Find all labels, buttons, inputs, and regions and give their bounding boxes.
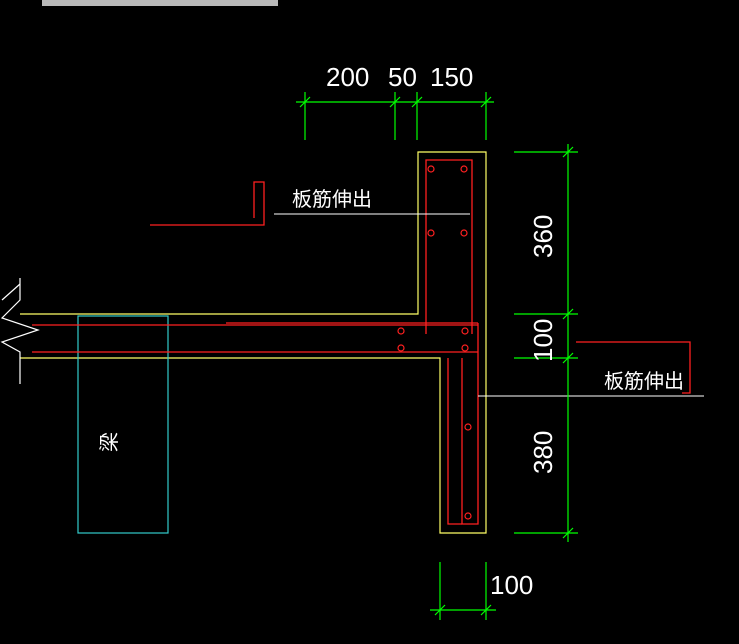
dim-top-200: 200 [326,62,369,92]
dim-right-360: 360 [528,215,558,258]
break-symbol [0,278,40,384]
dim-top-50: 50 [388,62,417,92]
bottom-dimension-lines [430,562,496,620]
beam-label: 梁 [97,432,121,452]
concrete-outline-upper [20,151,487,534]
rebar-dots [397,165,472,520]
label-slab-rebar-lower: 板筋伸出 [604,369,684,393]
window-title-strip [42,0,278,6]
top-dimension-lines [296,92,494,140]
break-tick [1,283,21,301]
dim-top-150: 150 [430,62,473,92]
rebar-group [32,159,691,525]
dim-right-380: 380 [528,431,558,474]
beam-outline [77,315,169,534]
dim-bottom-100: 100 [490,570,533,600]
right-dimension-lines [514,144,578,542]
dim-right-100: 100 [528,319,558,362]
label-slab-rebar-upper: 板筋伸出 [292,187,372,211]
